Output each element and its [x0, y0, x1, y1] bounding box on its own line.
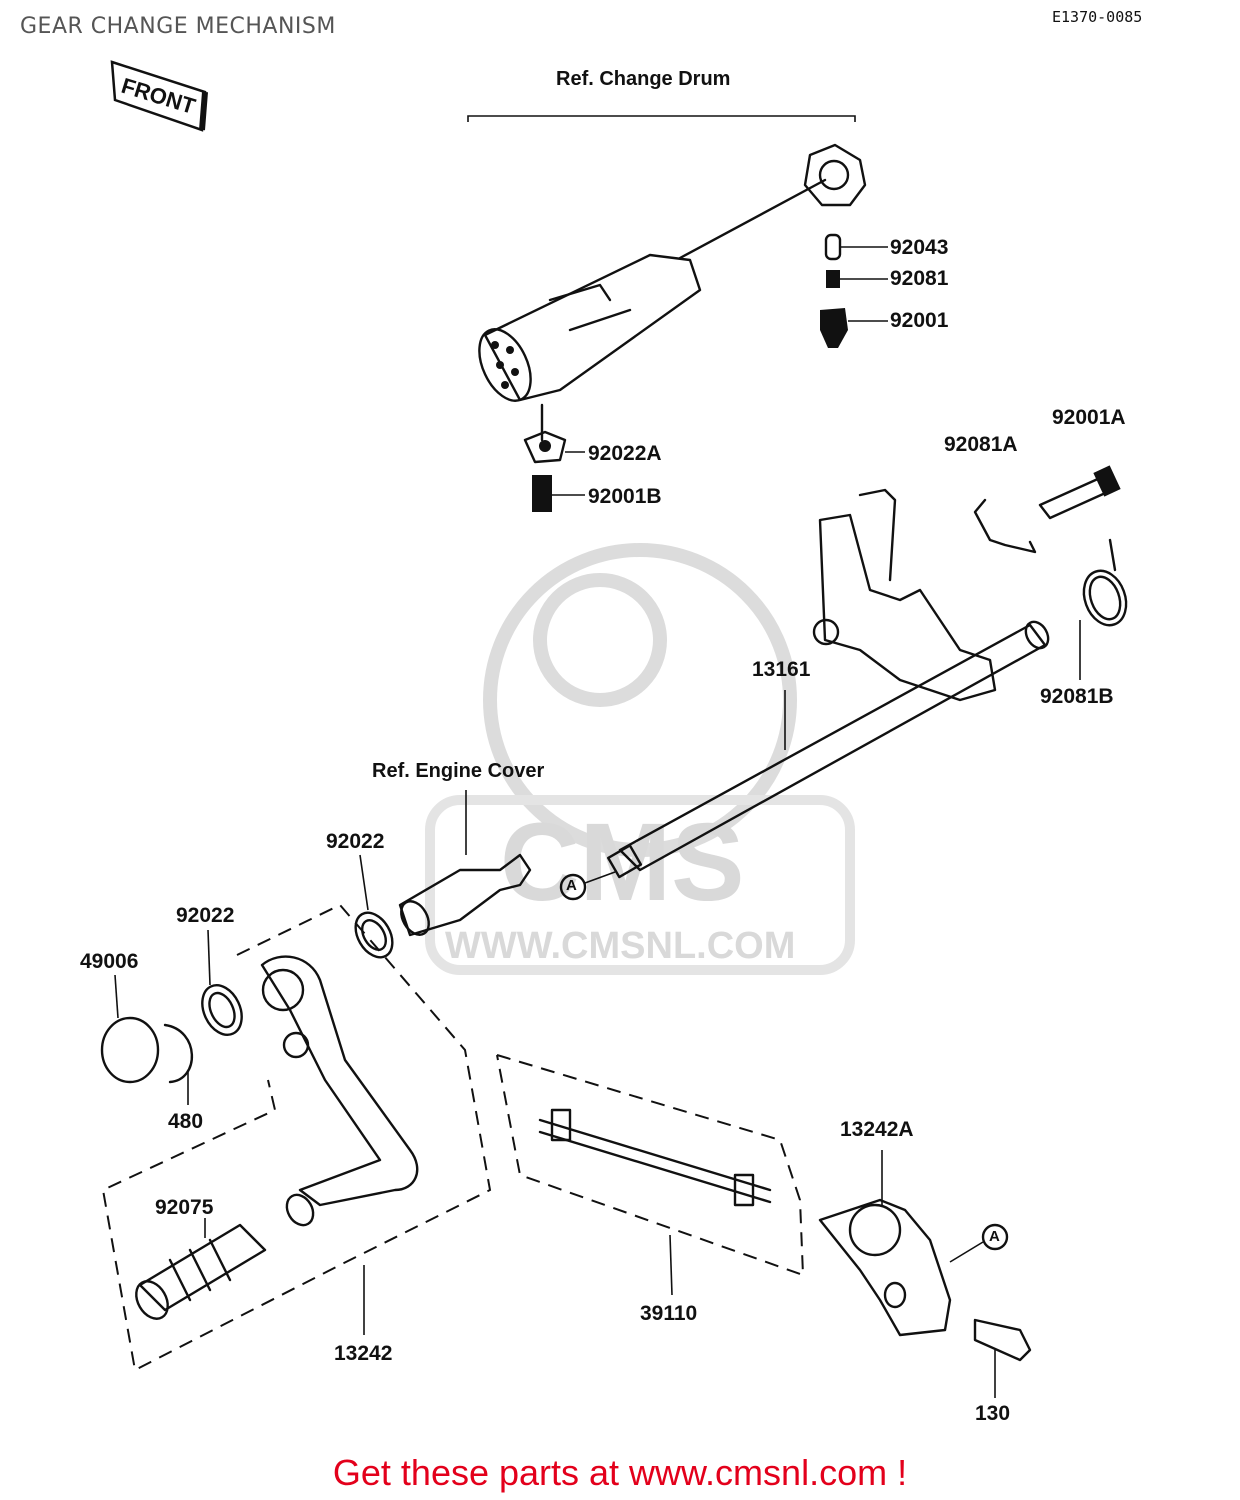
change-drum-bracket [467, 115, 856, 122]
watermark-logo: CMS WWW.CMSNL.COM [425, 543, 855, 975]
part-label-92001[interactable]: 92001 [890, 309, 949, 332]
diagram-code: E1370-0085 [1052, 8, 1143, 26]
front-marker: FRONT [110, 60, 208, 132]
part-label-92022-lower[interactable]: 92022 [176, 904, 235, 927]
ref-change-drum-label: Ref. Change Drum [556, 68, 731, 90]
part-label-92081a[interactable]: 92081A [944, 433, 1018, 456]
change-drum [478, 143, 867, 442]
part-label-92081b[interactable]: 92081B [1040, 685, 1114, 708]
stopper-parts [523, 430, 585, 512]
callout-a-2: A [989, 1228, 1000, 1245]
part-label-92022a[interactable]: 92022A [588, 442, 662, 465]
part-label-49006[interactable]: 49006 [80, 950, 139, 973]
shift-shaft [607, 488, 1050, 879]
part-label-13242[interactable]: 13242 [334, 1342, 393, 1365]
pedal-retainers [100, 929, 243, 1105]
part-label-92022-upper[interactable]: 92022 [326, 830, 385, 853]
tie-rod [496, 1054, 805, 1296]
detent-parts [820, 233, 888, 348]
ref-engine-cover-label: Ref. Engine Cover [372, 760, 545, 782]
watermark-url: WWW.CMSNL.COM [445, 925, 795, 967]
footer-link[interactable]: Get these parts at www.cmsnl.com ! [332, 1452, 908, 1493]
part-label-480[interactable]: 480 [168, 1110, 204, 1133]
part-label-92043[interactable]: 92043 [890, 236, 949, 259]
engine-cover-stud [354, 790, 616, 959]
watermark-brand: CMS [500, 801, 744, 924]
part-label-92075[interactable]: 92075 [155, 1196, 214, 1219]
part-label-130[interactable]: 130 [975, 1402, 1011, 1425]
part-label-39110[interactable]: 39110 [640, 1302, 698, 1325]
return-springs [973, 465, 1128, 680]
part-label-13242a[interactable]: 13242A [840, 1118, 914, 1141]
part-label-92001b[interactable]: 92001B [588, 485, 662, 508]
part-label-92001a[interactable]: 92001A [1052, 406, 1126, 429]
callout-a-1: A [566, 877, 577, 894]
shift-lever [818, 1150, 1032, 1398]
gear-pedal [101, 903, 492, 1372]
part-label-13161[interactable]: 13161 [752, 658, 811, 681]
page-title: GEAR CHANGE MECHANISM [20, 14, 336, 39]
part-label-92081[interactable]: 92081 [890, 267, 949, 290]
